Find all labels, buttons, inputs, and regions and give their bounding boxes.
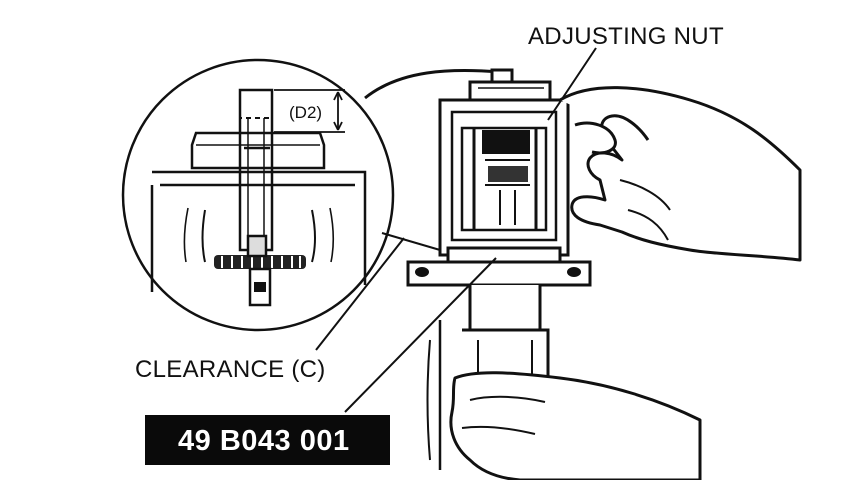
adjusting-nut-pointer — [547, 47, 597, 121]
inset-pointer-line — [381, 232, 441, 251]
left-hand — [449, 371, 702, 482]
detail-inset — [121, 58, 395, 332]
inset-connector-line — [364, 68, 501, 100]
gauge-device — [406, 68, 592, 470]
adjusting-nut-label: ADJUSTING NUT — [528, 23, 724, 50]
tool-number-text: 49 B043 001 — [178, 425, 350, 457]
clearance-pointer-upper — [315, 237, 405, 351]
clearance-label: CLEARANCE (C) — [135, 356, 326, 383]
d2-label: (D2) — [289, 103, 322, 122]
inset-circle — [121, 58, 395, 332]
right-hand — [559, 86, 802, 262]
tool-number-badge: 49 B043 001 — [145, 415, 390, 465]
tool-number-background — [145, 415, 390, 465]
clearance-pointer — [344, 257, 497, 413]
